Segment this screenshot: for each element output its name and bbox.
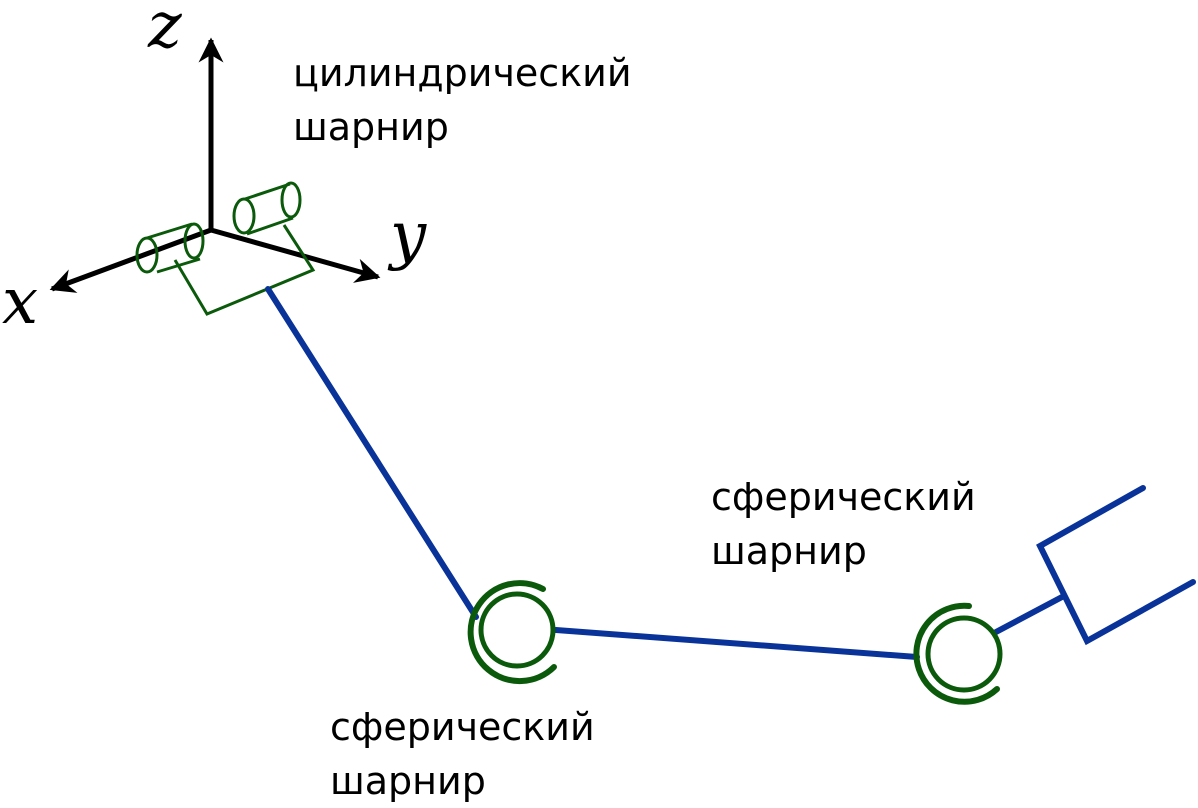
cylindrical-joint-label-line2: шарнир [293,105,449,149]
cylinder-left [135,222,205,274]
cylindrical-joint-bracket [173,224,316,316]
y-axis [210,227,381,283]
link-2 [553,627,920,660]
spherical-joint-2 [913,602,1003,705]
link-3 [993,594,1065,635]
x-axis-label: x [2,265,39,339]
y-axis-label: y [390,199,427,273]
spherical-joint-1-label-line2: шарнир [330,759,486,803]
link-1 [265,286,479,620]
spherical-joint-1 [467,580,557,685]
spherical-joint-2-label: сферический шарнир [711,470,976,578]
cylinder-right [232,181,302,236]
links [265,286,1196,660]
cylindrical-joint [135,181,316,316]
spherical-joint-2-label-line1: сферический [711,475,976,519]
spherical-joint-1-label-line1: сферический [330,705,595,749]
spherical-joint-1-label: сферический шарнир [330,700,595,808]
z-axis-label: z [148,0,182,63]
end-effector-gripper [1036,485,1196,646]
cylindrical-joint-label: цилиндрический шарнир [293,46,632,154]
spherical-joint-2-label-line2: шарнир [711,529,867,573]
cylindrical-joint-label-line1: цилиндрический [293,51,632,95]
